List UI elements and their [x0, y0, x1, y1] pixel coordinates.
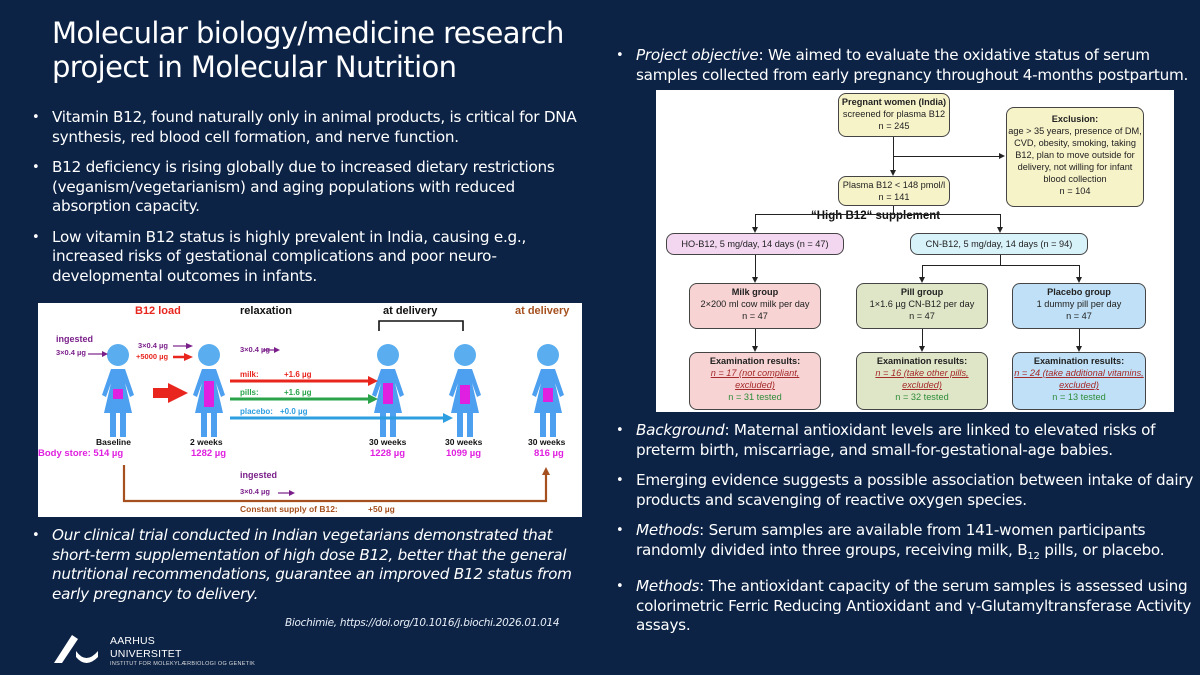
trial-conclusion: Our clinical trial conducted in Indian v…: [26, 526, 586, 615]
phase-relaxation-label: relaxation: [240, 305, 292, 317]
exclusion-box: Exclusion:age > 35 years, presence of DM…: [1006, 107, 1144, 207]
phase-load-label: B12 load: [135, 305, 181, 317]
bullet-item: Emerging evidence suggests a possible as…: [610, 471, 1200, 510]
au-logo-icon: [54, 635, 98, 663]
background-methods-bullets: Background: Maternal antioxidant levels …: [610, 421, 1200, 647]
connector: [755, 214, 757, 227]
phase-delivery-label: at delivery: [383, 305, 438, 317]
connector: [755, 329, 757, 346]
group-pills-label: pills:: [240, 388, 259, 397]
aarhus-university-logo: AARHUS UNIVERSITET INSTITUT FOR MOLEKYLÆ…: [52, 627, 282, 671]
connector: [922, 265, 924, 277]
arrow-icon: [1076, 346, 1082, 352]
arrow-icon: [997, 227, 1003, 233]
bullet-item: Methods: The antioxidant capacity of the…: [610, 577, 1200, 636]
woman-icon-30w-milk: [372, 344, 404, 437]
constant-supply-value: +50 µg: [368, 504, 395, 514]
connector: [1079, 265, 1081, 277]
ho-b12-box: HO-B12, 5 mg/day, 14 days (n = 47): [666, 233, 844, 255]
connector: [1079, 329, 1081, 346]
woman-icon-30w-placebo: [449, 344, 481, 437]
bullet-item: Background: Maternal antioxidant levels …: [610, 421, 1200, 460]
timepoint-baseline-value: Body store: 514 µg: [38, 448, 124, 459]
connector: [922, 265, 1079, 267]
arrow-icon: [919, 277, 925, 283]
timeline-graphics: [88, 320, 564, 503]
milk-results-box: Examination results:n = 17 (not complian…: [689, 352, 821, 410]
screening-box: Pregnant women (India)screened for plasm…: [838, 93, 950, 137]
group-placebo-value: +0.0 µg: [280, 407, 308, 416]
ingested-label: ingested: [56, 334, 94, 344]
arrow-icon: [999, 153, 1005, 159]
timepoint-30w-1-value: 1228 µg: [370, 448, 406, 459]
bullet-item: Vitamin B12, found naturally only in ani…: [26, 108, 586, 147]
bullet-item: Methods: Serum samples are available fro…: [610, 521, 1200, 566]
cn-b12-box: CN-B12, 5 mg/day, 14 days (n = 94): [910, 233, 1088, 255]
group-milk-label: milk:: [240, 370, 259, 379]
megadose-label: +5000 µg: [136, 352, 169, 361]
arrow-icon: [752, 227, 758, 233]
b12-timeline-figure: B12 load relaxation at delivery at deliv…: [38, 303, 582, 517]
pill-results-box: Examination results:n = 16 (take other p…: [856, 352, 988, 410]
supplement-label: “High B12“ supplement: [811, 210, 941, 222]
timepoint-baseline: Baseline: [96, 437, 131, 447]
dose-label: 3×0.4 µg: [56, 348, 86, 357]
dose-label-2: 3×0.4 µg: [138, 341, 168, 350]
group-placebo-label: placebo:: [240, 407, 273, 416]
timepoint-30w-1: 30 weeks: [369, 437, 407, 447]
bullet-item: Project objective: We aimed to evaluate …: [610, 46, 1200, 85]
constant-supply-label: Constant supply of B12:: [240, 504, 338, 514]
connector: [755, 255, 757, 277]
timepoint-30w-2: 30 weeks: [445, 437, 483, 447]
arrow-icon: [1076, 277, 1082, 283]
bullet-item: B12 deficiency is rising globally due to…: [26, 158, 586, 217]
group-pills-value: +1.6 µg: [284, 388, 312, 397]
dose-label-3: 3×0.4 µg: [240, 345, 270, 354]
connector: [1000, 255, 1002, 265]
connector: [755, 214, 1001, 216]
logo-line-3: INSTITUT FOR MOLEKYLÆRBIOLOGI OG GENETIK: [110, 661, 256, 667]
timepoint-30w-3-value: 816 µg: [534, 448, 564, 459]
logo-line-2: UNIVERSITET: [110, 648, 182, 660]
arrow-icon: [752, 346, 758, 352]
phase-delivery2-label: at delivery: [515, 305, 570, 317]
woman-icon-2weeks: [193, 344, 225, 437]
study-flowchart: Pregnant women (India)screened for plasm…: [656, 90, 1174, 412]
slide-title: Molecular biology/medicine research proj…: [52, 16, 564, 84]
ingested-label-2: ingested: [240, 470, 278, 480]
arrow-icon: [890, 170, 896, 176]
group-milk-value: +1.6 µg: [284, 370, 312, 379]
bullet-item: Low vitamin B12 status is highly prevale…: [26, 228, 586, 287]
intro-bullets: Vitamin B12, found naturally only in ani…: [26, 108, 586, 297]
connector: [1000, 214, 1002, 227]
arrow-icon: [919, 346, 925, 352]
connector: [893, 137, 895, 170]
arrow-icon: [752, 277, 758, 283]
logo-line-1: AARHUS: [110, 635, 155, 647]
bullet-item: Our clinical trial conducted in Indian v…: [26, 526, 586, 604]
timepoint-30w-3: 30 weeks: [528, 437, 566, 447]
timepoint-2weeks: 2 weeks: [190, 437, 223, 447]
woman-icon-baseline: [102, 344, 134, 437]
woman-icon-30w-control: [532, 344, 564, 437]
placebo-results-box: Examination results:n = 24 (take additio…: [1012, 352, 1146, 410]
connector: [893, 206, 895, 214]
connector: [922, 329, 924, 346]
timepoint-2weeks-value: 1282 µg: [191, 448, 227, 459]
project-objective: Project objective: We aimed to evaluate …: [610, 46, 1200, 96]
dose-label-4: 3×0.4 µg: [240, 487, 270, 496]
connector: [893, 156, 1000, 158]
timepoint-30w-2-value: 1099 µg: [446, 448, 482, 459]
reference-citation[interactable]: Biochimie, https://doi.org/10.1016/j.bio…: [285, 617, 560, 629]
